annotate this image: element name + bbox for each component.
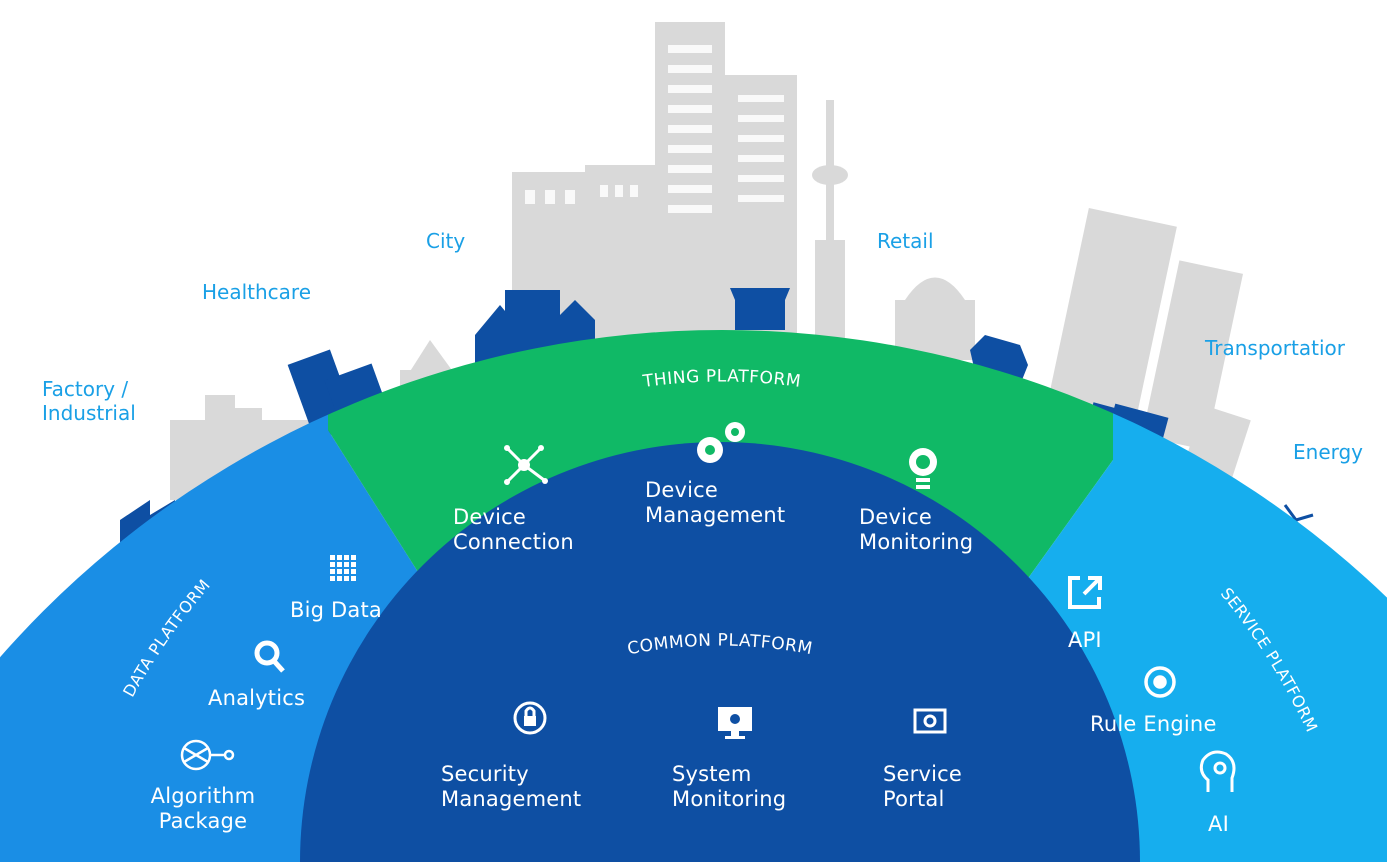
common-item-system-monitoring-line1: System	[672, 762, 752, 786]
thing-item-device-connection: Device Connection	[453, 505, 574, 555]
common-item-service-portal-line2: Portal	[883, 786, 945, 811]
category-label-healthcare: Healthcare	[202, 280, 312, 304]
thing-item-device-connection-line1: Device	[453, 505, 527, 529]
thing-item-device-monitoring-line1: Device	[859, 505, 933, 529]
category-label-city: City	[426, 229, 466, 253]
rule-engine-cycle-icon	[1144, 666, 1176, 698]
category-label-factory-line2: Industrial	[42, 400, 136, 425]
thing-item-device-management-line1: Device	[645, 478, 719, 502]
service-item-ai: AI	[1208, 812, 1229, 836]
network-node-icon	[504, 445, 548, 485]
service-portal-icon	[913, 708, 947, 734]
common-platform-sector	[300, 442, 1140, 862]
common-item-service-portal-line1: Service	[883, 762, 963, 786]
category-label-retail: Retail	[877, 229, 934, 253]
store-icon	[730, 288, 790, 330]
thing-item-device-monitoring: Device Monitoring	[859, 505, 973, 555]
service-item-rule-engine: Rule Engine	[1090, 712, 1217, 736]
api-export-icon	[1068, 576, 1102, 609]
ai-head-icon	[1199, 750, 1236, 792]
category-label-transportation: Transportatior	[1205, 336, 1345, 360]
common-item-system-monitoring-line2: Monitoring	[672, 786, 787, 811]
lightbulb-icon	[909, 448, 937, 489]
system-monitor-icon	[718, 707, 752, 739]
data-item-big-data: Big Data	[290, 598, 382, 622]
data-item-algorithm-package: Algorithm Package	[151, 784, 256, 834]
data-item-algorithm-package-line2: Package	[158, 808, 248, 833]
algorithm-network-icon	[180, 739, 235, 771]
skyline-windows	[525, 45, 784, 213]
big-data-grid-icon	[330, 555, 356, 581]
thing-item-device-management-line2: Management	[645, 502, 786, 527]
data-item-analytics: Analytics	[208, 686, 306, 710]
gears-icon	[697, 422, 745, 463]
security-lock-icon	[513, 701, 547, 735]
data-item-algorithm-package-line1: Algorithm	[150, 784, 256, 808]
magnifier-icon	[254, 640, 285, 673]
category-label-energy: Energy	[1293, 440, 1364, 464]
common-item-service-portal: Service Portal	[883, 762, 962, 812]
platform-item-icons	[180, 422, 1236, 792]
common-item-security-management: Security Management	[441, 762, 581, 812]
thing-item-device-management: Device Management	[645, 478, 785, 528]
service-item-api: API	[1068, 628, 1102, 652]
category-label-factory-line1: Factory /	[42, 377, 129, 401]
common-item-security-management-line1: Security	[441, 762, 529, 786]
common-item-system-monitoring: System Monitoring	[672, 762, 786, 812]
category-label-factory: Factory / Industrial	[42, 377, 136, 425]
common-item-security-management-line2: Management	[441, 786, 582, 811]
thing-item-device-connection-line2: Connection	[453, 529, 574, 554]
thing-item-device-monitoring-line2: Monitoring	[859, 529, 974, 554]
